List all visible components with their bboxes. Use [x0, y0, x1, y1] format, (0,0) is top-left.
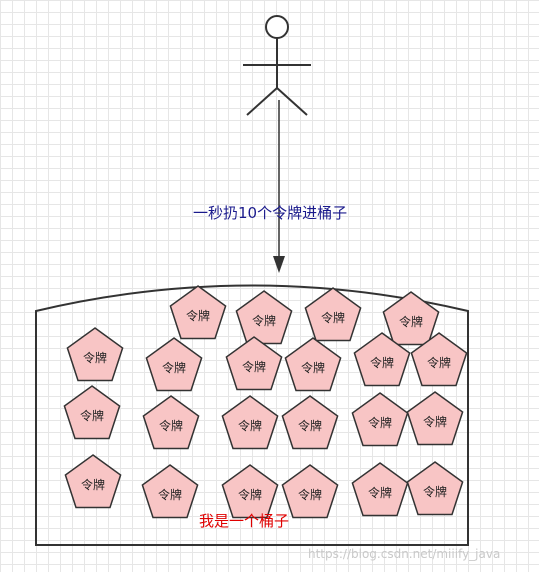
token-pentagon-icon	[281, 395, 339, 450]
arrow-head-icon	[273, 256, 285, 273]
token-pentagon-icon	[142, 395, 200, 450]
token-label: 令牌	[83, 350, 107, 365]
stick-figure-icon	[243, 15, 311, 116]
token-pentagon-icon	[304, 287, 362, 342]
token-pentagon-icon	[141, 464, 199, 519]
token-pentagon-icon	[353, 332, 411, 387]
token-label: 令牌	[159, 418, 183, 433]
figure-left-leg	[246, 87, 278, 116]
token-label: 令牌	[162, 360, 186, 375]
token-label: 令牌	[321, 310, 345, 325]
watermark: https://blog.csdn.net/miiify_java	[308, 547, 500, 561]
token-label: 令牌	[252, 313, 276, 328]
token-label: 令牌	[158, 487, 182, 502]
token-label: 令牌	[186, 308, 210, 323]
token-label: 令牌	[81, 477, 105, 492]
token-label: 令牌	[368, 415, 392, 430]
token-pentagon-icon	[145, 337, 203, 392]
token-pentagon-icon	[410, 332, 468, 387]
token-pentagon-icon	[66, 327, 124, 382]
token-label: 令牌	[370, 355, 394, 370]
token-pentagon-icon	[169, 285, 227, 340]
arrow	[273, 100, 285, 273]
token-pentagon-icon	[351, 462, 409, 517]
token-pentagon-icon	[281, 464, 339, 519]
token-label: 令牌	[242, 359, 266, 374]
token-pentagon-icon	[221, 395, 279, 450]
token-label: 令牌	[301, 360, 325, 375]
token-label: 令牌	[298, 418, 322, 433]
token-group: 令牌令牌令牌令牌令牌令牌令牌令牌令牌令牌令牌令牌令牌令牌令牌令牌令牌令牌令牌令牌…	[63, 285, 468, 519]
token-label: 令牌	[238, 487, 262, 502]
token-pentagon-icon	[64, 454, 122, 509]
token-label: 令牌	[399, 314, 423, 329]
arrow-caption: 一秒扔10个令牌进桶子	[193, 204, 347, 222]
token-pentagon-icon	[225, 336, 283, 391]
token-label: 令牌	[427, 355, 451, 370]
token-label: 令牌	[423, 414, 447, 429]
token-pentagon-icon	[406, 461, 464, 516]
figure-right-leg	[276, 87, 308, 116]
token-pentagon-icon	[63, 385, 121, 440]
token-label: 令牌	[298, 487, 322, 502]
token-label: 令牌	[238, 418, 262, 433]
token-pentagon-icon	[406, 391, 464, 446]
token-pentagon-icon	[221, 464, 279, 519]
bucket-caption: 我是一个桶子	[199, 512, 289, 530]
token-label: 令牌	[368, 485, 392, 500]
figure-head	[265, 15, 289, 39]
token-pentagon-icon	[351, 392, 409, 447]
token-pentagon-icon	[382, 291, 440, 346]
token-label: 令牌	[423, 484, 447, 499]
bucket	[35, 284, 469, 546]
token-pentagon-icon	[284, 337, 342, 392]
token-label: 令牌	[80, 408, 104, 423]
